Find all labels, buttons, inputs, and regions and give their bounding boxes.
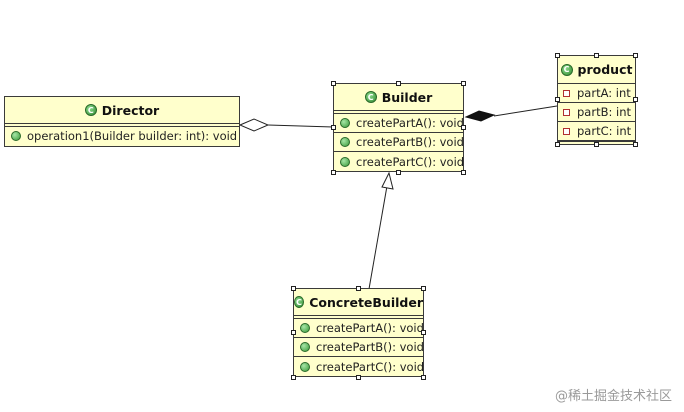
selection-handle[interactable] (291, 286, 296, 291)
public-method-icon (11, 131, 21, 141)
concretebuilder-class[interactable]: C ConcreteBuilder createPartA(): void cr… (293, 288, 424, 377)
concretebuilder-class-name: ConcreteBuilder (309, 294, 423, 310)
selection-handle[interactable] (555, 97, 560, 102)
selection-handle[interactable] (461, 81, 466, 86)
concretebuilder-class-header: C ConcreteBuilder (294, 289, 423, 316)
selection-handle[interactable] (555, 53, 560, 58)
attributes-compartment (294, 316, 423, 319)
generalization-arrowhead (381, 171, 394, 190)
builder-method-row[interactable]: createPartC(): void (334, 152, 465, 171)
concretebuilder-method-label: createPartB(): void (316, 340, 424, 354)
product-field-label: partB: int (577, 105, 631, 119)
product-class-name: product (577, 62, 633, 77)
product-class-header: C product (558, 56, 635, 84)
private-field-icon (563, 108, 570, 116)
composition-diamond (464, 110, 496, 122)
concretebuilder-method-row[interactable]: createPartC(): void (294, 357, 425, 376)
selection-handle[interactable] (291, 375, 296, 380)
director-method-row[interactable]: operation1(Builder builder: int): void (5, 127, 239, 145)
public-method-icon (300, 342, 310, 352)
operations-compartment (558, 141, 635, 145)
public-method-icon (340, 156, 350, 167)
selection-handle[interactable] (421, 286, 426, 291)
selection-handle[interactable] (331, 81, 336, 86)
selection-handle[interactable] (633, 142, 638, 147)
selection-handle[interactable] (461, 125, 466, 130)
selection-handle[interactable] (594, 53, 599, 58)
product-field-row[interactable]: partB: int (558, 103, 635, 122)
selection-handle[interactable] (396, 170, 401, 175)
builder-class-name: Builder (381, 89, 433, 105)
public-method-icon (300, 323, 310, 333)
selection-handle[interactable] (291, 330, 296, 335)
builder-method-label: createPartC(): void (356, 154, 465, 169)
selection-handle[interactable] (331, 125, 336, 130)
product-class[interactable]: C product partA: int partB: int partC: i… (557, 55, 636, 145)
aggregation-line (267, 124, 334, 128)
composition-line (493, 105, 558, 117)
selection-handle[interactable] (356, 286, 361, 291)
selection-handle[interactable] (633, 53, 638, 58)
selection-handle[interactable] (396, 81, 401, 86)
aggregation-diamond (238, 118, 270, 132)
concretebuilder-method-row[interactable]: createPartB(): void (294, 338, 424, 357)
watermark: @稀土掘金技术社区 (554, 389, 672, 404)
director-class-name: Director (101, 102, 160, 118)
director-method-label: operation1(Builder builder: int): void (27, 129, 238, 143)
class-c-icon: C (560, 63, 573, 76)
selection-handle[interactable] (555, 142, 560, 147)
product-field-label: partC: int (577, 124, 632, 138)
selection-handle[interactable] (421, 375, 426, 380)
selection-handle[interactable] (633, 97, 638, 102)
product-field-row[interactable]: partC: int (558, 122, 635, 141)
public-method-icon (300, 361, 310, 372)
concretebuilder-method-row[interactable]: createPartA(): void (294, 319, 424, 338)
public-method-icon (340, 118, 350, 128)
builder-method-label: createPartB(): void (356, 135, 464, 149)
product-field-label: partA: int (577, 86, 631, 100)
director-class-header: C Director (5, 97, 239, 124)
concretebuilder-method-label: createPartA(): void (316, 321, 424, 335)
private-field-icon (563, 89, 570, 97)
class-c-icon: C (84, 104, 97, 116)
class-c-icon: C (294, 296, 305, 308)
attributes-compartment (5, 124, 239, 127)
selection-handle[interactable] (356, 375, 361, 380)
builder-method-label: createPartA(): void (356, 116, 464, 130)
generalization-line (368, 185, 388, 290)
class-c-icon: C (364, 91, 377, 103)
builder-method-row[interactable]: createPartA(): void (334, 114, 464, 133)
builder-class-header: C Builder (334, 84, 463, 111)
product-field-row[interactable]: partA: int (558, 84, 635, 103)
selection-handle[interactable] (594, 142, 599, 147)
private-field-icon (563, 127, 570, 135)
director-class[interactable]: C Director operation1(Builder builder: i… (4, 96, 240, 147)
public-method-icon (340, 137, 350, 147)
builder-class[interactable]: C Builder createPartA(): void createPart… (333, 83, 464, 172)
builder-method-row[interactable]: createPartB(): void (334, 133, 464, 152)
selection-handle[interactable] (421, 330, 426, 335)
concretebuilder-method-label: createPartC(): void (316, 359, 425, 374)
selection-handle[interactable] (331, 170, 336, 175)
attributes-compartment (334, 111, 463, 114)
selection-handle[interactable] (461, 170, 466, 175)
